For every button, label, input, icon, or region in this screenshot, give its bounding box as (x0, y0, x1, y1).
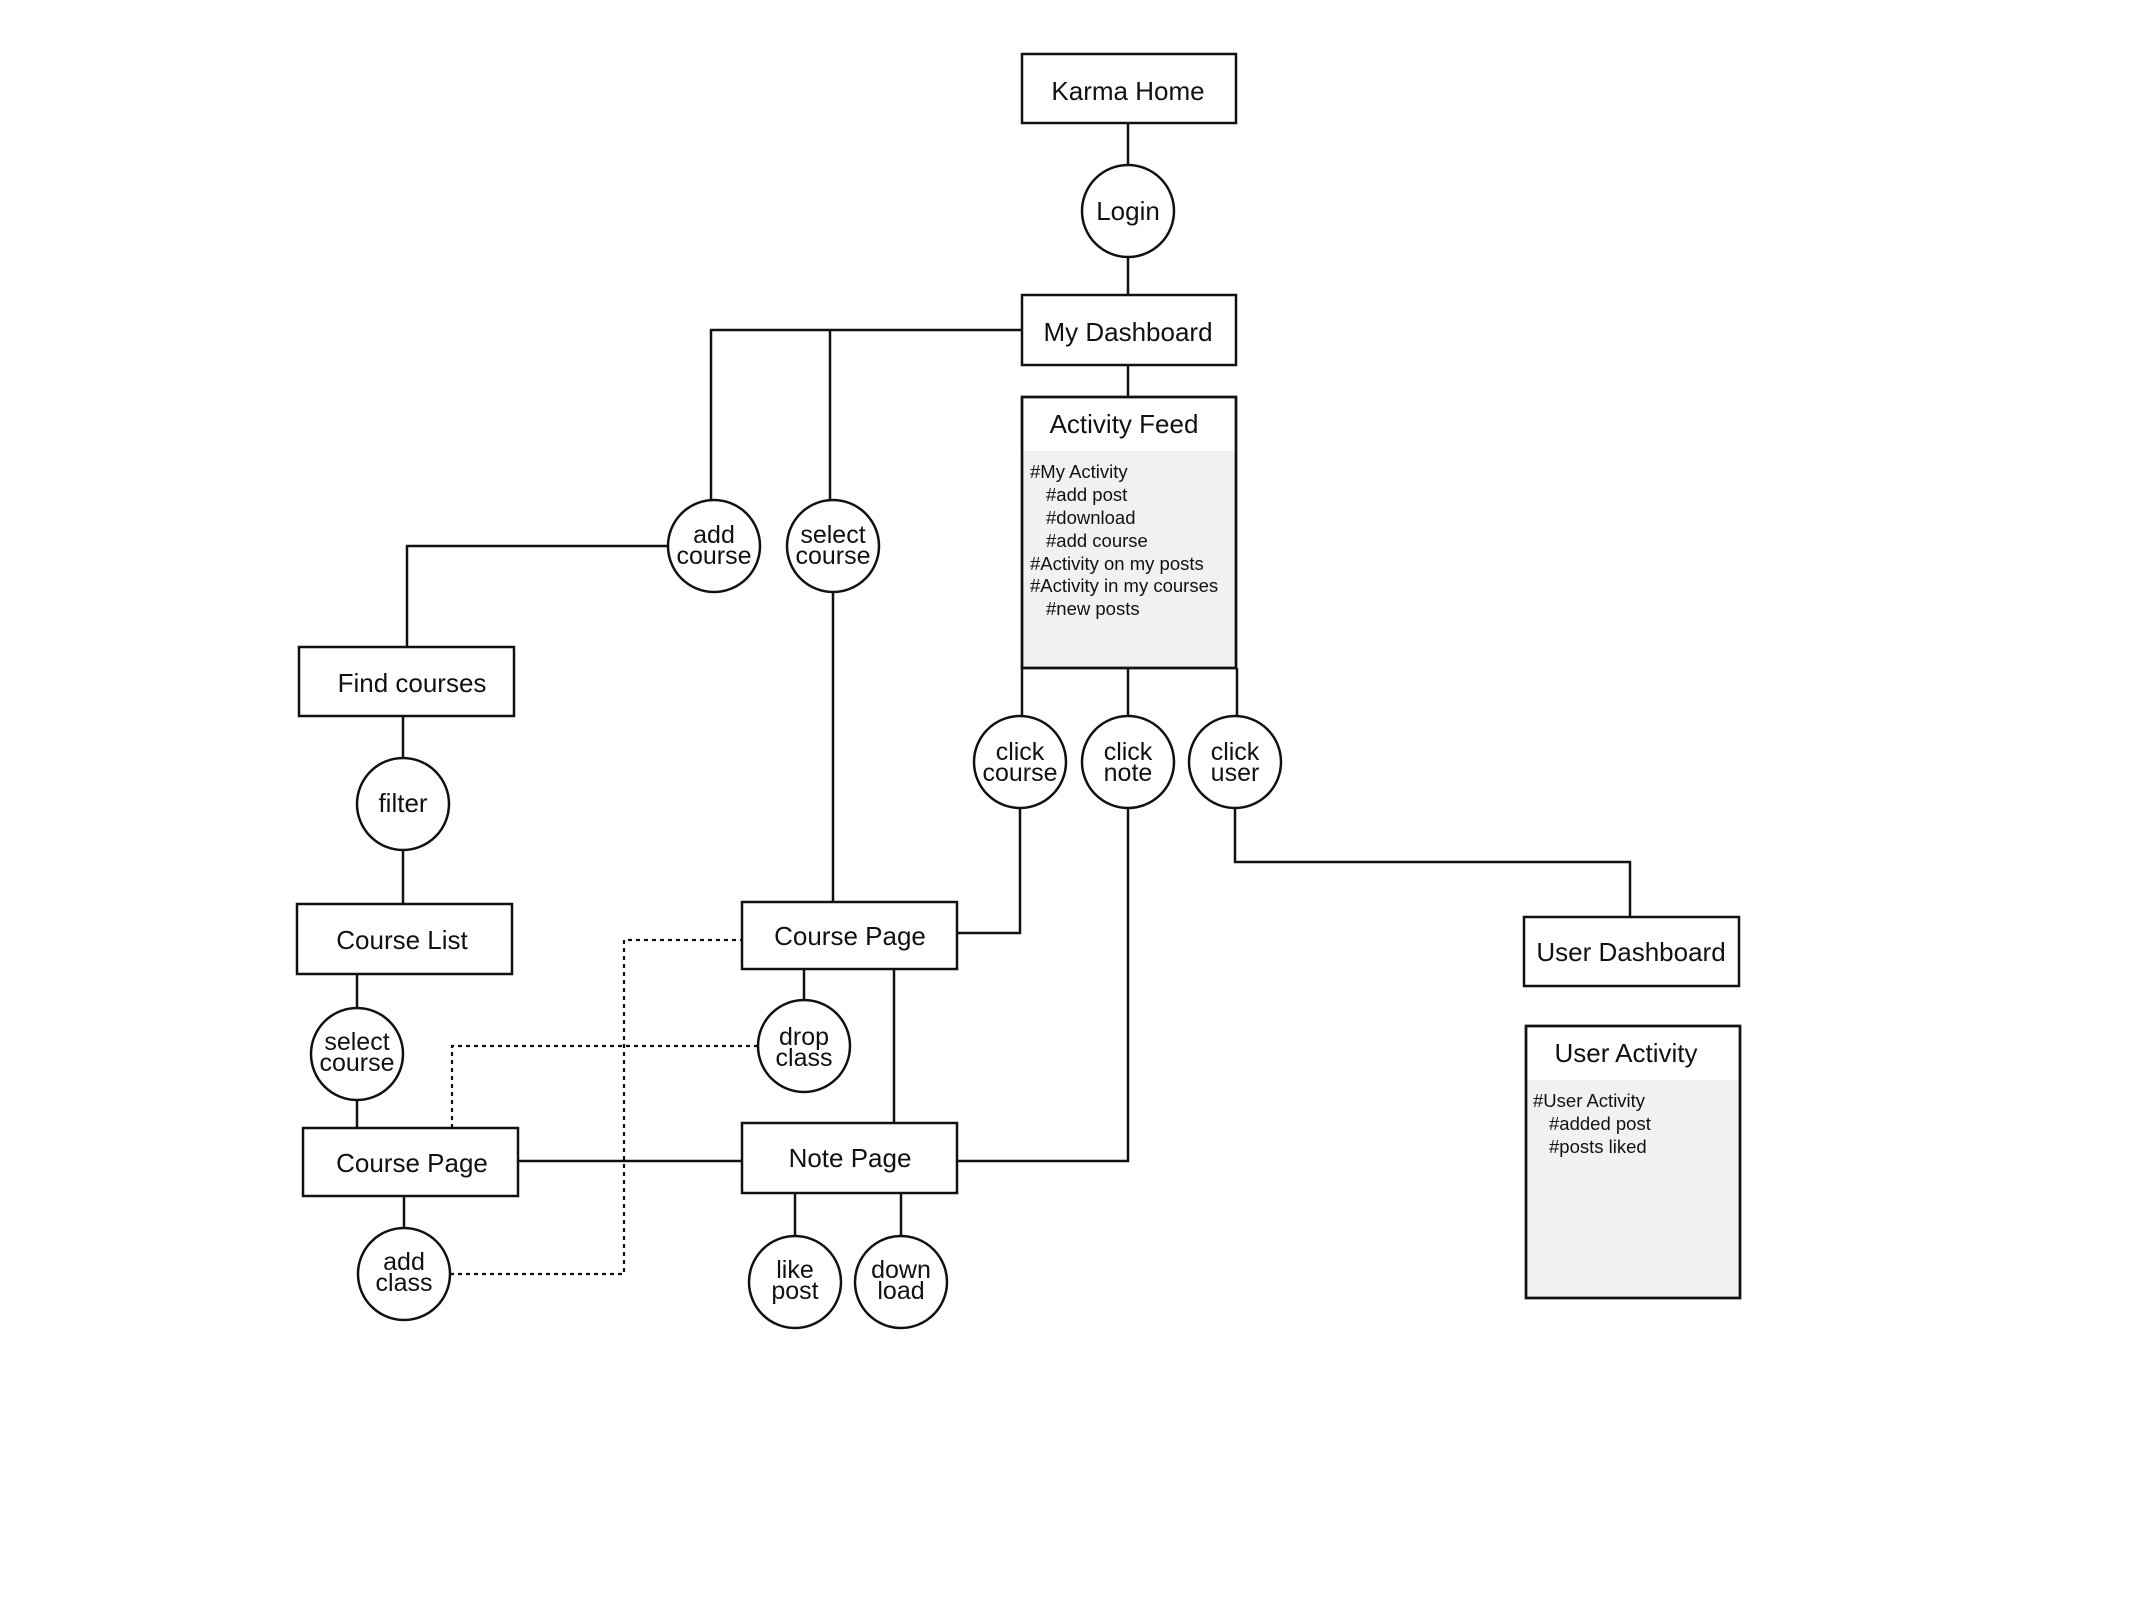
activity-feed-node[interactable]: Activity Feed #My Activity #add post #do… (1020, 395, 1238, 670)
select-course-top-label: course (795, 542, 870, 570)
find-courses-node[interactable]: Find courses (297, 645, 516, 718)
course-page-left-label: Course Page (336, 1148, 488, 1178)
connector-dashboard-add-course (709, 328, 1022, 500)
my-dashboard-label: My Dashboard (1043, 317, 1212, 347)
connector-click-user-user-dashboard (1233, 808, 1632, 917)
activity-feed-line: #add course (1046, 530, 1148, 551)
drop-class-label: drop (779, 1023, 829, 1051)
select-course-top-label: select (800, 521, 865, 549)
like-post-action[interactable]: like post (747, 1234, 843, 1330)
connectors (355, 123, 1632, 1276)
add-course-action[interactable]: add course (666, 498, 762, 594)
note-page-label: Note Page (789, 1143, 912, 1173)
course-page-left-node[interactable]: Course Page (301, 1126, 520, 1198)
activity-feed-line: #My Activity (1030, 461, 1128, 482)
add-course-label: course (676, 542, 751, 570)
user-activity-line: #added post (1549, 1113, 1651, 1134)
click-note-label: click (1104, 738, 1153, 766)
course-page-center-label: Course Page (774, 921, 926, 951)
user-activity-node[interactable]: User Activity #User Activity #added post… (1524, 1024, 1742, 1300)
filter-action[interactable]: filter (355, 756, 451, 852)
click-note-label: note (1104, 759, 1153, 787)
user-dashboard-node[interactable]: User Dashboard (1522, 915, 1741, 988)
karma-home-node[interactable]: Karma Home (1020, 52, 1238, 125)
connector-click-course-course-page (957, 808, 1022, 935)
activity-feed-line: #Activity on my posts (1030, 553, 1204, 574)
login-action[interactable]: Login (1080, 163, 1176, 259)
click-user-label: user (1211, 759, 1260, 787)
download-label: load (877, 1277, 924, 1305)
user-activity-title: User Activity (1554, 1038, 1697, 1068)
download-label: down (871, 1256, 931, 1284)
karma-home-label: Karma Home (1051, 76, 1204, 106)
like-post-label: post (771, 1277, 818, 1305)
drop-class-action[interactable]: drop class (756, 998, 852, 1094)
login-label: Login (1096, 196, 1160, 226)
course-list-node[interactable]: Course List (295, 902, 514, 976)
course-list-label: Course List (336, 925, 468, 955)
click-user-action[interactable]: click user (1187, 714, 1283, 810)
course-page-center-node[interactable]: Course Page (740, 900, 959, 971)
user-activity-line: #posts liked (1549, 1136, 1647, 1157)
activity-feed-line: #new posts (1046, 598, 1140, 619)
add-class-label: class (376, 1269, 433, 1297)
activity-feed-line: #add post (1046, 484, 1127, 505)
select-course-left-label: course (319, 1049, 394, 1077)
drop-class-label: class (776, 1044, 833, 1072)
select-course-left-label: select (324, 1028, 389, 1056)
click-course-label: click (996, 738, 1045, 766)
download-action[interactable]: down load (853, 1234, 949, 1330)
add-course-label: add (693, 521, 735, 549)
user-dashboard-label: User Dashboard (1536, 937, 1725, 967)
dashed-link-drop-class-course-page (450, 1044, 758, 1128)
click-note-action[interactable]: click note (1080, 714, 1176, 810)
connector-add-course-find-courses (405, 544, 668, 647)
activity-feed-line: #Activity in my courses (1030, 575, 1218, 596)
add-class-label: add (383, 1248, 425, 1276)
dashed-link-add-class-course-page (450, 938, 742, 1276)
activity-feed-title: Activity Feed (1050, 409, 1199, 439)
select-course-left-action[interactable]: select course (309, 1006, 405, 1102)
click-course-action[interactable]: click course (972, 714, 1068, 810)
connector-click-note-note-page (957, 808, 1130, 1163)
click-course-label: course (982, 759, 1057, 787)
click-user-label: click (1211, 738, 1260, 766)
activity-feed-line: #download (1046, 507, 1136, 528)
add-class-action[interactable]: add class (356, 1226, 452, 1322)
select-course-top-action[interactable]: select course (785, 498, 881, 594)
like-post-label: like (776, 1256, 814, 1284)
find-courses-label: Find courses (338, 668, 487, 698)
filter-label: filter (378, 788, 427, 818)
my-dashboard-node[interactable]: My Dashboard (1020, 293, 1238, 367)
note-page-node[interactable]: Note Page (740, 1121, 959, 1195)
user-activity-line: #User Activity (1533, 1090, 1646, 1111)
